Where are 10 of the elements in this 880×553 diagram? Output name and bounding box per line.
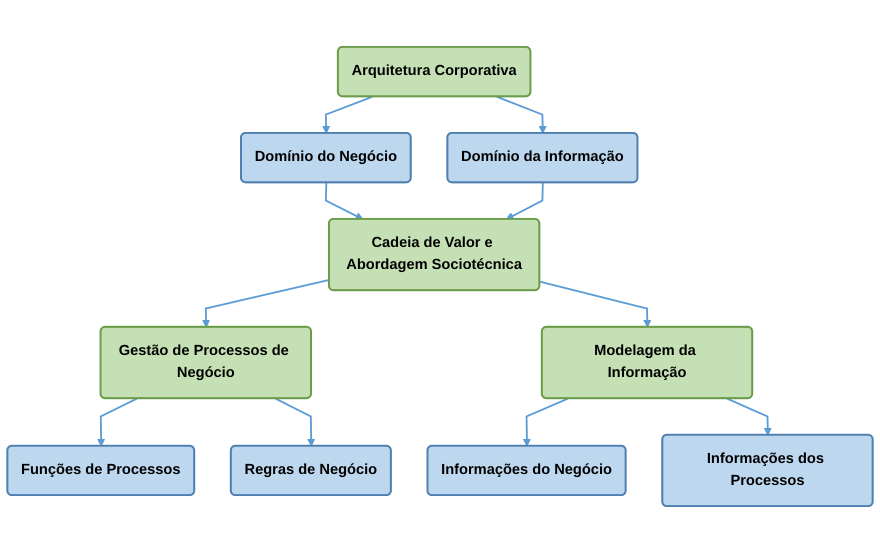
arrow	[202, 278, 330, 328]
arrow	[522, 398, 568, 447]
arrow	[540, 280, 652, 328]
arrow	[324, 182, 364, 220]
arrow	[496, 96, 547, 134]
arrow	[506, 182, 544, 220]
arrow	[275, 398, 316, 447]
arrow	[97, 398, 138, 447]
arrow	[726, 398, 772, 436]
arrow	[322, 96, 373, 134]
